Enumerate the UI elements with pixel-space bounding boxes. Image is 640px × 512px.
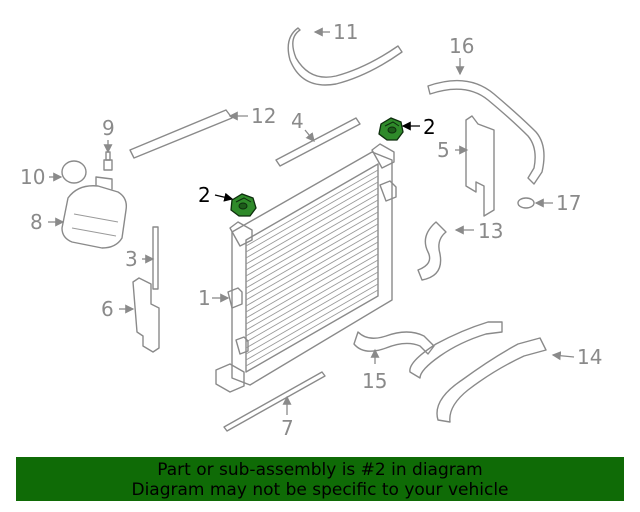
o-ring-17 — [517, 197, 535, 209]
callout-5: 5 — [437, 138, 450, 162]
banner-line-part: Part or sub-assembly is #2 in diagram — [157, 460, 483, 480]
parts-diagram: 1 2 2 3 4 5 6 7 8 9 10 11 12 13 14 15 16… — [20, 20, 602, 440]
callout-11: 11 — [333, 20, 358, 44]
callout-17: 17 — [556, 191, 581, 215]
radiator — [215, 143, 397, 393]
coolant-reservoir-8 — [61, 176, 128, 249]
callout-3: 3 — [125, 247, 138, 271]
hose-11 — [287, 27, 403, 86]
callout-7: 7 — [281, 416, 294, 440]
air-deflector-6 — [132, 277, 160, 353]
callout-14: 14 — [577, 345, 602, 369]
lower-seal-7 — [223, 371, 326, 432]
coolant-pipe-16 — [427, 79, 545, 185]
callout-2-right: 2 — [423, 115, 436, 139]
air-deflector-5 — [465, 115, 495, 217]
callout-10: 10 — [20, 165, 45, 189]
seal-strip-3 — [152, 226, 159, 290]
callout-2-left: 2 — [198, 183, 211, 207]
callout-15: 15 — [362, 369, 387, 393]
callout-9: 9 — [102, 116, 115, 140]
callout-8: 8 — [30, 210, 43, 234]
banner-line-disclaimer: Diagram may not be specific to your vehi… — [131, 480, 509, 500]
mount-bracket-upper-right — [378, 117, 404, 141]
callout-16: 16 — [449, 34, 474, 58]
bolt-9 — [103, 151, 113, 171]
hose-13 — [417, 221, 447, 281]
upper-seal-4 — [275, 117, 361, 167]
mount-bracket-upper-left — [230, 193, 257, 217]
info-banner: Part or sub-assembly is #2 in diagram Di… — [16, 457, 624, 501]
callout-4: 4 — [291, 109, 304, 133]
callout-6: 6 — [101, 297, 114, 321]
leader-lines — [48, 27, 575, 415]
overflow-tube-12 — [129, 109, 233, 159]
callout-13: 13 — [478, 219, 503, 243]
hose-15 — [353, 331, 435, 355]
callout-1: 1 — [198, 286, 211, 310]
callout-12: 12 — [251, 104, 276, 128]
lower-hose-14 — [436, 337, 547, 423]
reservoir-cap-10 — [61, 160, 87, 184]
